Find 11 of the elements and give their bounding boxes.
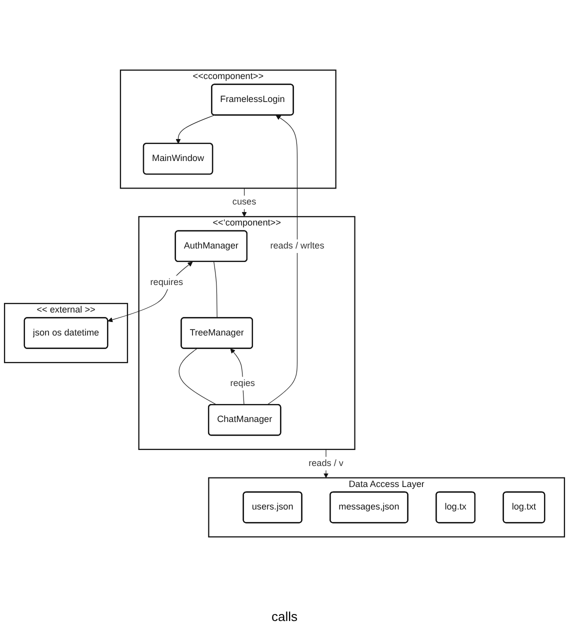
edge-label: reads / wrltes bbox=[270, 241, 324, 251]
arrow bbox=[266, 115, 298, 406]
arrow bbox=[176, 114, 215, 144]
edge-label: requires bbox=[150, 277, 184, 288]
arrow bbox=[108, 262, 193, 322]
edge-label: reads / v bbox=[308, 458, 344, 468]
edge-label: cuses bbox=[232, 197, 256, 207]
edge-label: reqies bbox=[230, 378, 255, 388]
connector bbox=[178, 348, 218, 406]
note-text: calls bbox=[271, 609, 298, 624]
connector bbox=[214, 261, 218, 318]
